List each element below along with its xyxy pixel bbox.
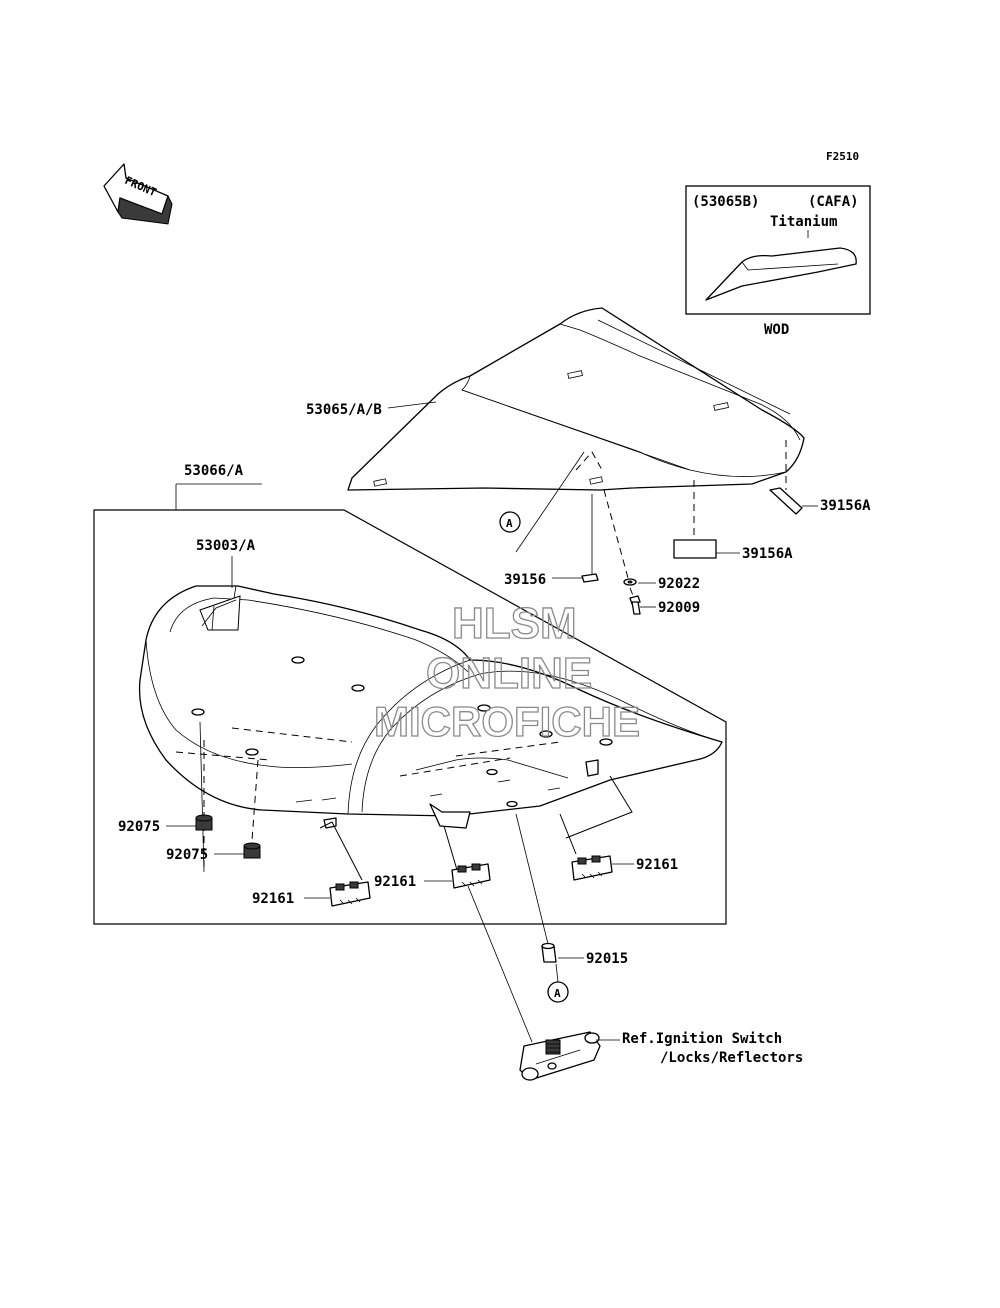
inset-part-code: (53065B) bbox=[692, 194, 759, 210]
svg-text:A: A bbox=[506, 517, 513, 530]
strap-rear bbox=[769, 440, 803, 515]
bracket-right bbox=[571, 855, 613, 881]
watermark-line3: MICROFICHE bbox=[374, 698, 640, 745]
front-arrow-icon: FRONT bbox=[103, 163, 173, 225]
label-seat-cover: 53065/A/B bbox=[306, 402, 382, 418]
label-bracket-right: 92161 bbox=[636, 857, 678, 873]
label-damper-lower: 92075 bbox=[166, 847, 208, 863]
washer bbox=[623, 578, 637, 586]
watermark-line1: HLSM bbox=[452, 599, 577, 648]
watermark: HLSM ONLINE MICROFICHE bbox=[373, 598, 640, 745]
label-strap-rear: 39156A bbox=[820, 498, 871, 514]
damper-upper bbox=[195, 814, 213, 831]
reference-note-line1: Ref.Ignition Switch bbox=[622, 1031, 782, 1047]
inset-seat-cover-icon bbox=[705, 247, 857, 301]
reference-marker-upper: A bbox=[499, 511, 521, 533]
inset-variant-code: (CAFA) bbox=[808, 194, 859, 210]
label-strap-front: 39156 bbox=[504, 572, 546, 588]
label-seat-assembly: 53066/A bbox=[184, 463, 244, 479]
reference-note-line2: /Locks/Reflectors bbox=[660, 1050, 803, 1066]
label-bolt: 92009 bbox=[658, 600, 700, 616]
seat-cover bbox=[347, 307, 805, 491]
label-bracket-left: 92161 bbox=[252, 891, 294, 907]
inset-footer: WOD bbox=[764, 322, 789, 338]
seat-pad bbox=[138, 585, 723, 829]
svg-text:A: A bbox=[554, 987, 561, 1000]
label-washer: 92022 bbox=[658, 576, 700, 592]
label-collar: 92015 bbox=[586, 951, 628, 967]
reference-marker-lower: A bbox=[547, 981, 569, 1003]
label-damper-upper: 92075 bbox=[118, 819, 160, 835]
collar bbox=[541, 942, 557, 963]
label-strap-mid: 39156A bbox=[742, 546, 793, 562]
seat-assembly-frame bbox=[93, 509, 727, 925]
strap-front bbox=[581, 573, 599, 583]
bracket-center bbox=[451, 863, 491, 889]
bolt-icon bbox=[629, 587, 641, 615]
ignition-lock-icon bbox=[519, 1031, 601, 1081]
figure-code: F2510 bbox=[826, 150, 859, 163]
strap-mid bbox=[673, 480, 717, 559]
label-seat-pad: 53003/A bbox=[196, 538, 256, 554]
damper-lower bbox=[243, 842, 261, 859]
inset-color-label: Titanium bbox=[770, 214, 837, 230]
watermark-line2: ONLINE bbox=[426, 649, 592, 698]
label-bracket-center: 92161 bbox=[374, 874, 416, 890]
variant-inset: (53065B) (CAFA) Titanium WOD bbox=[685, 185, 871, 338]
bracket-left bbox=[329, 881, 371, 907]
